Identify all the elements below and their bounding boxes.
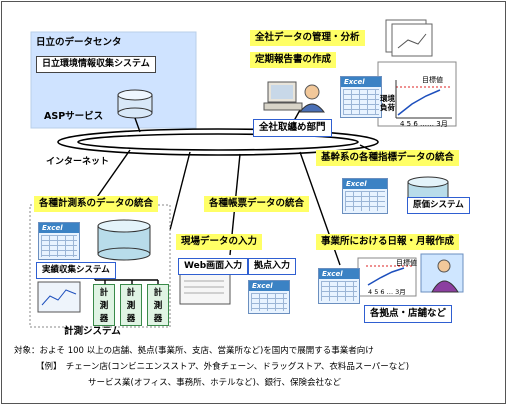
measure-db-icon: [97, 219, 151, 261]
hq-chart-xlabel: 4 5 6 …… 3月: [400, 120, 448, 128]
office-sites-label: 各拠点・店舗など: [364, 305, 453, 323]
datacenter-system: 日立環境情報収集システム: [36, 56, 156, 73]
datacenter-panel: [30, 31, 197, 129]
datacenter-title: 日立のデータセンタ: [36, 37, 122, 48]
asp-service-label: ASPサービス: [44, 111, 104, 122]
hq-dept-label: 全社取纏め部門: [253, 119, 332, 137]
measure-title: 各種計測系のデータの統合: [34, 196, 159, 212]
meter-2: 計 測 器: [120, 284, 142, 326]
field-title: 現場データの入力: [176, 234, 263, 250]
office-chart-legend: 目標値: [396, 259, 417, 267]
office-person-icon: [420, 253, 464, 293]
monitor-screen-icon: [37, 281, 81, 313]
measure-excel-sheet: Excel: [38, 222, 80, 260]
hq-chart-ylabel: 環境 負荷: [380, 94, 395, 112]
hq-task-report: 定期報告書の作成: [250, 52, 337, 68]
office-chart-xlabel: 4 5 6 … 3月: [368, 288, 406, 296]
core-system-label: 原価システム: [407, 197, 470, 214]
core-excel-sheet: Excel: [342, 178, 388, 214]
site-input-label: 拠点入力: [248, 258, 297, 275]
hq-chart-legend: 目標値: [422, 76, 443, 84]
line-measure: [94, 149, 131, 201]
line-datacenter: [134, 117, 141, 133]
measure-footer: 計測システム: [64, 326, 121, 337]
internet-ring: [57, 128, 379, 156]
office-title: 事業所における日報・月報作成: [316, 234, 460, 250]
report-sheets-icon: [385, 19, 433, 57]
field-excel-sheet: Excel: [248, 280, 290, 314]
datacenter-db-icon: [117, 89, 153, 119]
line-field: [169, 151, 191, 231]
web-form-icon: [179, 269, 231, 305]
target-note: 対象：およそ 100 以上の店舗、拠点(事業所、支店、営業所など)を国内で展開す…: [14, 346, 374, 356]
core-title: 基幹系の各種指標データの統合: [316, 150, 460, 166]
hq-task-manage: 全社データの管理・分析: [250, 30, 365, 46]
hq-computer-icon: [263, 81, 326, 113]
meter-3: 計 測 器: [147, 284, 169, 326]
forms-title: 各種帳票データの統合: [204, 196, 310, 212]
hq-excel-sheet: Excel: [340, 76, 382, 118]
web-input-label: Web画面入力: [178, 258, 249, 275]
office-line-chart: [357, 257, 417, 297]
example-note-2: サービス業(オフィス、事務所、ホテルなど)、銀行、保険会社など: [88, 378, 341, 388]
office-excel-sheet: Excel: [318, 268, 360, 304]
meter-1: 計 測 器: [93, 284, 115, 326]
internet-label: インターネット: [46, 157, 110, 167]
measure-system-label: 実績収集システム: [36, 262, 116, 279]
example-note: 【例】 チェーン店(コンビニエンスストア、外食チェーン、ドラッグストア、衣料品ス…: [36, 362, 410, 372]
